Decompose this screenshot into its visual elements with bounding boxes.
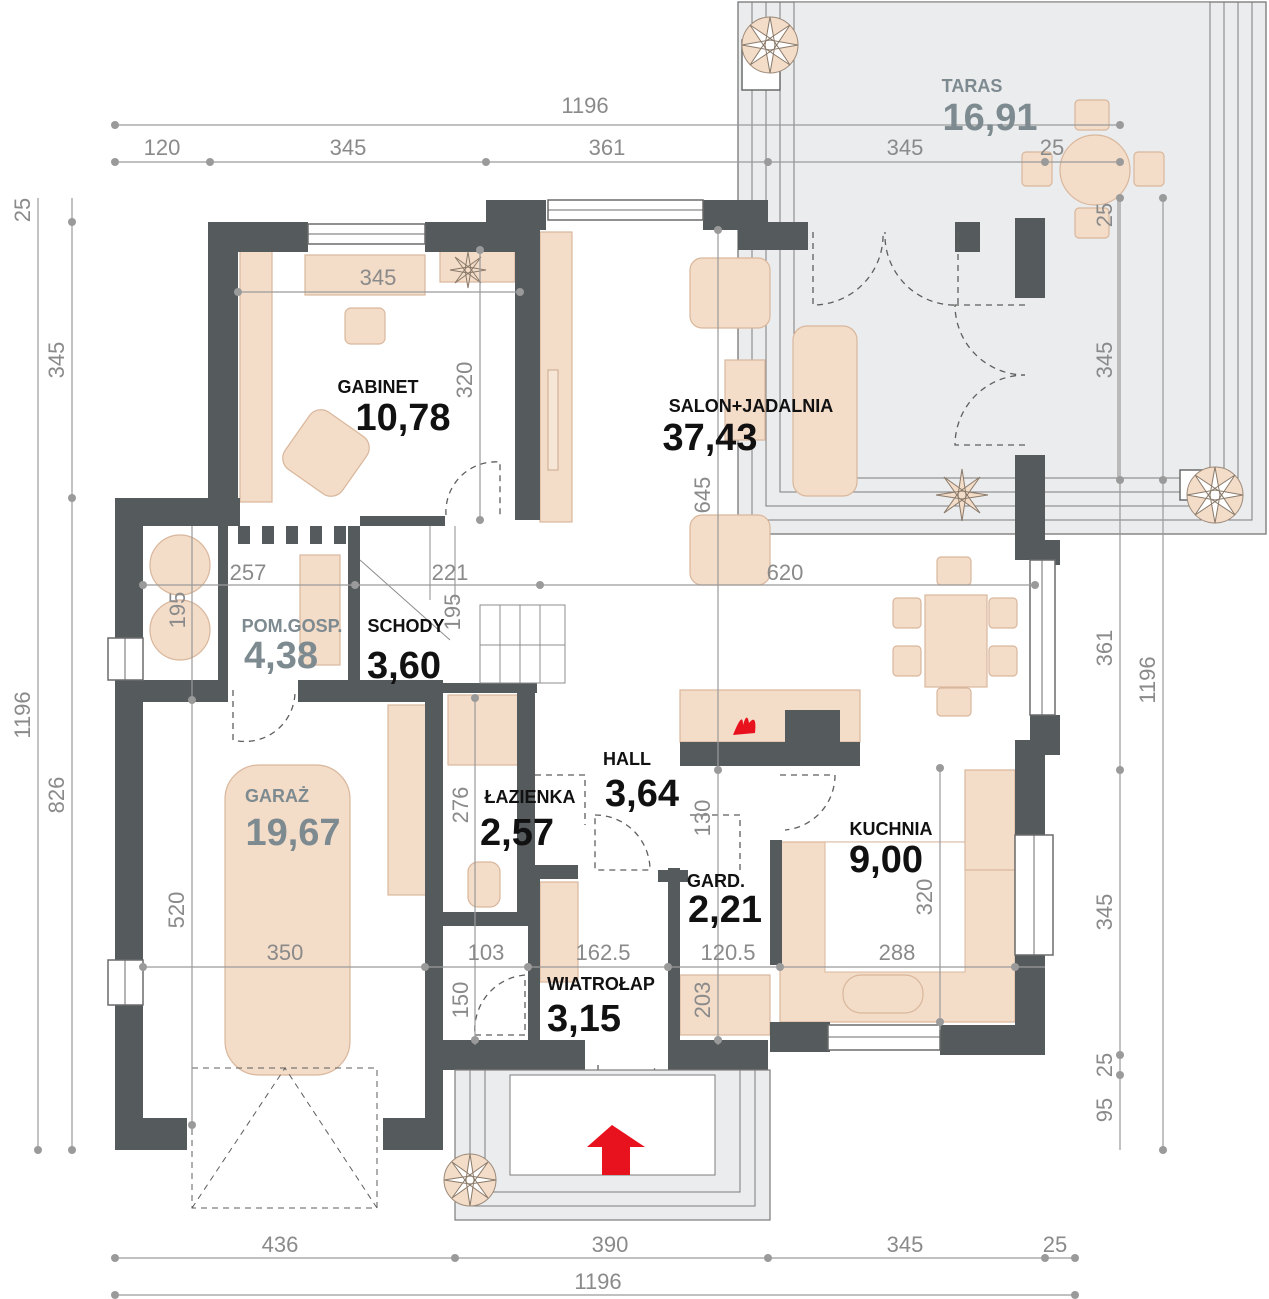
dim-right-c: 361 bbox=[1092, 630, 1117, 667]
dim-pom-height: 195 bbox=[165, 592, 190, 629]
dim-lazienka-height: 276 bbox=[448, 787, 473, 824]
dim-wiatrolap-c: 120.5 bbox=[700, 940, 755, 965]
dim-top-a: 120 bbox=[144, 135, 181, 160]
dim-left-b: 345 bbox=[44, 342, 69, 379]
dim-kuchnia-height: 320 bbox=[912, 879, 937, 916]
fireplace-icon bbox=[733, 717, 756, 735]
dim-gabinet-height: 320 bbox=[452, 362, 477, 399]
dim-top-d: 345 bbox=[887, 135, 924, 160]
room-name-salon: SALON+JADALNIA bbox=[669, 396, 834, 416]
dim-bottom-d: 25 bbox=[1043, 1232, 1067, 1257]
room-name-garaz: GARAŻ bbox=[245, 786, 309, 806]
dim-right-f: 95 bbox=[1092, 1098, 1117, 1122]
dim-schody-width: 221 bbox=[432, 560, 469, 585]
dim-left-c: 826 bbox=[44, 777, 69, 814]
dimension-labels: 1196 120 345 361 345 25 436 390 345 25 1… bbox=[10, 93, 1160, 1294]
dimension-dots bbox=[34, 121, 1167, 1299]
dim-bottom-a: 436 bbox=[262, 1232, 299, 1257]
dim-wiatrolap-h2: 203 bbox=[690, 982, 715, 1019]
room-name-lazienka: ŁAZIENKA bbox=[485, 787, 576, 807]
walls bbox=[115, 200, 1060, 1150]
room-name-kuchnia: KUCHNIA bbox=[850, 819, 933, 839]
dim-right-b: 345 bbox=[1092, 342, 1117, 379]
room-area-schody: 3,60 bbox=[367, 645, 441, 687]
dim-bottom-total: 1196 bbox=[574, 1269, 621, 1294]
dim-right-e: 25 bbox=[1092, 1053, 1117, 1077]
room-area-taras: 16,91 bbox=[942, 97, 1037, 139]
dim-top-e: 25 bbox=[1040, 135, 1064, 160]
dim-garaz-width: 350 bbox=[267, 940, 304, 965]
dim-hall-height: 130 bbox=[690, 800, 715, 837]
doors bbox=[232, 231, 1026, 1121]
entry-arrow-icon bbox=[587, 1125, 645, 1175]
room-name-schody: SCHODY bbox=[367, 616, 444, 636]
dim-right-a: 25 bbox=[1092, 203, 1117, 227]
dim-salon-width: 620 bbox=[767, 560, 804, 585]
room-area-gard: 2,21 bbox=[688, 889, 762, 931]
dim-top-c: 361 bbox=[589, 135, 626, 160]
dim-kuchnia-width: 288 bbox=[879, 940, 916, 965]
dim-gabinet-width: 345 bbox=[360, 265, 397, 290]
stairs bbox=[359, 526, 566, 684]
room-area-kuchnia: 9,00 bbox=[849, 839, 923, 881]
room-area-lazienka: 2,57 bbox=[480, 812, 554, 854]
room-area-pomgosp: 4,38 bbox=[244, 635, 318, 677]
room-name-hall: HALL bbox=[603, 749, 651, 769]
plant-icon bbox=[443, 16, 1244, 1207]
room-area-gabinet: 10,78 bbox=[355, 397, 450, 439]
dim-top-b: 345 bbox=[330, 135, 367, 160]
room-area-hall: 3,64 bbox=[605, 773, 679, 815]
room-area-wiatrolap: 3,15 bbox=[547, 998, 621, 1040]
room-name-gabinet: GABINET bbox=[338, 377, 419, 397]
terrace-table bbox=[1021, 99, 1165, 239]
dim-right-d: 345 bbox=[1092, 894, 1117, 931]
room-name-wiatrolap: WIATROŁAP bbox=[547, 974, 655, 994]
dim-bottom-b: 390 bbox=[592, 1232, 629, 1257]
dim-bottom-c: 345 bbox=[887, 1232, 924, 1257]
dimension-lines bbox=[37, 124, 1164, 1296]
dim-wiatrolap-b: 162.5 bbox=[575, 940, 630, 965]
dim-wiatrolap-a: 103 bbox=[468, 940, 505, 965]
room-area-garaz: 19,67 bbox=[245, 812, 340, 854]
dim-right-total: 1196 bbox=[1135, 656, 1160, 703]
room-labels: TARAS 16,91 GABINET 10,78 SALON+JADALNIA… bbox=[242, 76, 1038, 1040]
dim-left-total: 1196 bbox=[10, 691, 35, 738]
room-area-salon: 37,43 bbox=[662, 417, 757, 459]
dim-pom-width: 257 bbox=[230, 560, 267, 585]
furniture bbox=[149, 231, 1018, 1076]
dim-schody-height: 195 bbox=[440, 594, 465, 631]
room-name-pomgosp: POM.GOSP. bbox=[242, 616, 343, 636]
room-name-taras: TARAS bbox=[942, 76, 1003, 96]
dim-left-a: 25 bbox=[10, 198, 35, 222]
dim-salon-height: 645 bbox=[690, 477, 715, 514]
dim-wiatrolap-h1: 150 bbox=[448, 982, 473, 1019]
dim-garaz-height: 520 bbox=[164, 892, 189, 929]
dim-top-total: 1196 bbox=[561, 93, 608, 118]
garage-door bbox=[191, 1067, 378, 1209]
room-name-gard: GARD. bbox=[687, 871, 745, 891]
